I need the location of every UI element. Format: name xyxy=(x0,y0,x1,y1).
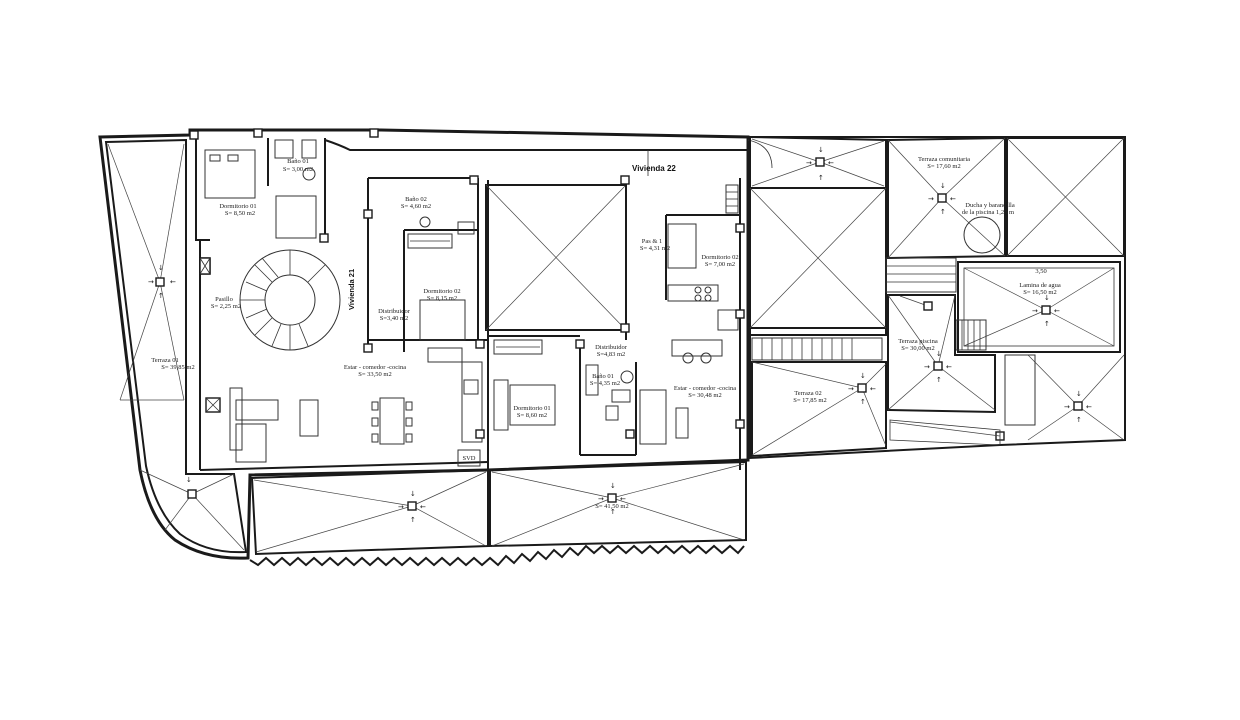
arrow-down: ↓ xyxy=(1044,294,1050,302)
vivienda-21-label: Vivienda 21 xyxy=(347,269,356,310)
estar-a-area: S= 33,50 m2 xyxy=(358,371,391,378)
terraza-comunitaria-name: Terraza comunitaria xyxy=(918,156,970,163)
lamina-name: Lamina de agua xyxy=(1019,282,1061,289)
distribuidor-a-name: Distribuidor xyxy=(378,308,411,315)
arrow-up: ↑ xyxy=(818,174,824,182)
ducha-area: de la piscina 1,20 m xyxy=(962,209,1014,216)
arrow-up: ↑ xyxy=(610,508,616,516)
terraza-02-name: Terraza 02 xyxy=(794,390,822,397)
terraza-01: → ← ↓ ↑ Terraza 01 S= 39,85 m2 xyxy=(107,143,245,551)
arrow-left: ← xyxy=(1086,403,1092,411)
terraza-piscina-name: Terraza piscina xyxy=(898,338,938,345)
arrow-up: ↑ xyxy=(158,292,164,300)
arrow-right: → xyxy=(924,363,930,371)
arrow-up: ↑ xyxy=(936,376,942,384)
bano-02-area: S= 4,60 m2 xyxy=(401,203,431,210)
terraza-front-area: S= 41,50 m2 xyxy=(595,503,628,510)
arrow-left: ← xyxy=(420,503,426,511)
outer-outline xyxy=(98,128,750,560)
arrow-right: → xyxy=(848,385,854,393)
dorm-01a-name: Dormitorio 01 xyxy=(219,203,256,210)
right-section: Terraza comunitaria S= 17,60 m2 Ducha y … xyxy=(749,136,1126,460)
arrow-left: ← xyxy=(950,195,956,203)
dorm-02a-name: Dormitorio 02 xyxy=(423,288,460,295)
arrow-down: ↓ xyxy=(158,264,164,272)
svd-label: SVD xyxy=(462,455,475,462)
distribuidor-b-area: S=4,83 m2 xyxy=(597,351,626,358)
terraza-piscina-area: S= 30,00 m2 xyxy=(901,345,934,352)
estar-b-name: Estar - comedor -cocina xyxy=(674,385,736,392)
arrow-down: ↓ xyxy=(186,476,192,484)
arrow-left: ← xyxy=(1054,307,1060,315)
arrow-up: ↑ xyxy=(1076,416,1082,424)
terraza-02-area: S= 17,85 m2 xyxy=(793,397,826,404)
aseo-area: S= 4,31 m2 xyxy=(640,245,670,252)
bano-01-name: Baño 01 xyxy=(287,158,309,165)
arrow-right: → xyxy=(148,278,154,286)
arrow-right: → xyxy=(1032,307,1038,315)
drain-arrows: ↓ ↓ → ← ↑ ↓ → ← ↑ ↓ → ← ↑ ↓ → ← ↑ ↓ → ← … xyxy=(186,146,1092,524)
ducha-name: Ducha y barandilla xyxy=(965,202,1015,209)
arrow-left: ← xyxy=(620,495,626,503)
arrow-down: ↓ xyxy=(940,182,946,190)
front-terraces: S= 41,50 m2 xyxy=(250,460,747,556)
arrow-down: ↓ xyxy=(1076,390,1082,398)
aseo-name: Pas & 1 xyxy=(642,238,663,245)
arrow-left: ← xyxy=(828,159,834,167)
bano-02-name: Baño 02 xyxy=(405,196,427,203)
vivienda-22-label: Vivienda 22 xyxy=(632,164,676,173)
lightwell xyxy=(485,184,627,331)
distribuidor-b-name: Distribuidor xyxy=(595,344,628,351)
arrow-down: ↓ xyxy=(936,350,942,358)
terraza-01-area: S= 39,85 m2 xyxy=(161,364,194,371)
zigzag-edge xyxy=(249,544,745,567)
arrow-down: ↓ xyxy=(410,490,416,498)
lamina-area: S= 16,50 m2 xyxy=(1023,289,1056,296)
arrow-right: → xyxy=(598,495,604,503)
estar-a-name: Estar - comedor -cocina xyxy=(344,364,406,371)
bano-01b-area: S= 4,35 m2 xyxy=(590,380,620,387)
pasillo-area: S= 2,25 m2 xyxy=(211,303,241,310)
dorm-02a-area: S= 8,15 m2 xyxy=(427,295,457,302)
arrow-right: → xyxy=(398,503,404,511)
bano-01b-name: Baño 01 xyxy=(592,373,614,380)
pasillo-name: Pasillo xyxy=(215,296,233,303)
arrow-down: ↓ xyxy=(818,146,824,154)
arrow-left: ← xyxy=(170,278,176,286)
arrow-right: → xyxy=(806,159,812,167)
arrow-left: ← xyxy=(870,385,876,393)
dorm-01a-area: S= 8,50 m2 xyxy=(225,210,255,217)
estar-b-area: S= 30,48 m2 xyxy=(688,392,721,399)
arrow-left: ← xyxy=(946,363,952,371)
arrow-up: ↑ xyxy=(410,516,416,524)
bano-01-area: S= 3,00 m2 xyxy=(283,166,313,173)
arrow-down: ↓ xyxy=(860,372,866,380)
terraza-01-name: Terraza 01 xyxy=(151,357,179,364)
arrow-up: ↑ xyxy=(860,398,866,406)
distribuidor-a-area: S=3,40 m2 xyxy=(380,315,409,322)
arrow-right: → xyxy=(928,195,934,203)
terraza-comunitaria-area: S= 17,60 m2 xyxy=(927,163,960,170)
dorm-01b-name: Dormitorio 01 xyxy=(513,405,550,412)
arrow-up: ↑ xyxy=(940,208,946,216)
dorm-02b-name: Dormitorio 02 xyxy=(701,254,738,261)
unit-21: Baño 01 S= 3,00 m2 Dormitorio 01 S= 8,50… xyxy=(189,128,748,471)
lamina-dim: 3,50 xyxy=(1035,268,1046,275)
dorm-01b-area: S= 8,60 m2 xyxy=(517,412,547,419)
dorm-02b-area: S= 7,00 m2 xyxy=(705,261,735,268)
arrow-right: → xyxy=(1064,403,1070,411)
unit-22: Vivienda 22 Dormitorio 01 S= 8,60 m2 Dis… xyxy=(488,139,773,470)
arrow-up: ↑ xyxy=(1044,320,1050,328)
arrow-down: ↓ xyxy=(610,482,616,490)
